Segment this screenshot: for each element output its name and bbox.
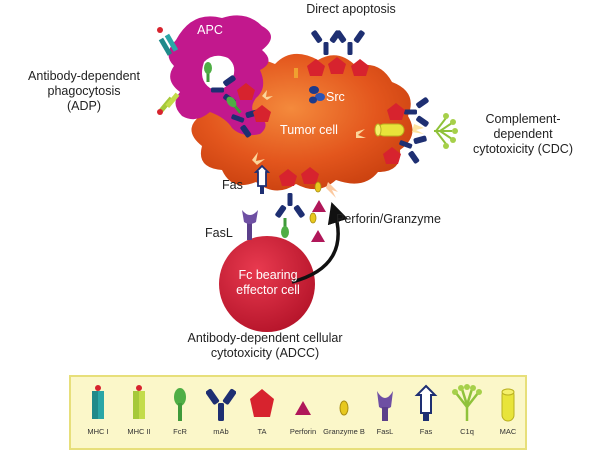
- fas-label: Fas: [222, 178, 243, 192]
- effector-fcr-1: [281, 218, 289, 238]
- legend-label-mab: mAb: [213, 427, 229, 436]
- adp-label-line2: phagocytosis: [47, 84, 121, 98]
- fasl-icon: [377, 391, 393, 421]
- adp-label-line1: Antibody-dependent: [28, 69, 140, 83]
- mhc-ii-icon: [133, 385, 145, 419]
- adp-label: Antibody-dependent phagocytosis (ADP): [18, 69, 150, 114]
- legend-label-fasl: FasL: [376, 427, 394, 436]
- cdc-lysis-spark: [412, 124, 424, 134]
- fasl-ligand: [242, 210, 258, 240]
- src-marker: [294, 68, 298, 78]
- legend-label-perforin: Perforin: [289, 427, 317, 436]
- adp-label-line3: (ADP): [66, 99, 102, 113]
- mab-icon: [206, 388, 236, 421]
- adcc-label: Antibody-dependent cellular cytotoxicity…: [170, 331, 360, 361]
- cdc-label-line2: dependent: [493, 127, 553, 141]
- tumor-antigen-top-3: [351, 59, 369, 76]
- apc-mhc-ii-molecule: [157, 92, 180, 115]
- cdc-label: Complement- dependent cytotoxicity (CDC): [458, 112, 588, 157]
- release-arrow: [291, 202, 348, 284]
- src-kinase: [309, 86, 325, 104]
- cdc-label-line3: cytotoxicity (CDC): [472, 142, 573, 156]
- legend-box: MHC I MHC II FcR mAb TA Perfor: [69, 375, 527, 450]
- legend-item-mhc-ii: MHC II: [116, 383, 162, 436]
- tumor-sparkles: [252, 90, 366, 165]
- effector-cell-label: Fc bearing effector cell: [224, 268, 312, 298]
- legend-label-granzyme-b: Granzyme B: [323, 427, 365, 436]
- c1q-complex: [434, 113, 458, 149]
- apoptosis-antibody-2: [334, 29, 366, 55]
- legend-item-fcr: FcR: [157, 383, 203, 436]
- legend-item-mac: MAC: [485, 383, 531, 436]
- adcc-antibody-1: [274, 193, 306, 219]
- legend-item-granzyme-b: Granzyme B: [321, 383, 367, 436]
- direct-apoptosis-label: Direct apoptosis: [306, 2, 396, 16]
- legend-label-mac: MAC: [499, 427, 517, 436]
- effector-label-line2: effector cell: [236, 283, 300, 297]
- effector-label-line1: Fc bearing: [238, 268, 298, 282]
- legend-item-ta: TA: [239, 383, 285, 436]
- legend-label-ta: TA: [257, 427, 267, 436]
- src-label: Src: [326, 90, 345, 104]
- perforin-icon: [295, 401, 311, 415]
- fas-icon: [414, 384, 438, 421]
- apc-label: APC: [197, 23, 223, 37]
- legend-item-c1q: C1q: [444, 383, 490, 436]
- legend-label-fas: Fas: [419, 427, 433, 436]
- legend-label-mhc-i: MHC I: [87, 427, 109, 436]
- legend-label-c1q: C1q: [460, 427, 474, 436]
- fcr-icon: [174, 388, 186, 421]
- granzyme-b-2: [309, 212, 317, 224]
- granzyme-b-icon: [339, 400, 349, 416]
- ta-icon: [250, 389, 274, 417]
- legend-item-fas: Fas: [403, 383, 449, 436]
- legend-label-mhc-ii: MHC II: [127, 427, 151, 436]
- granzyme-b-1: [314, 181, 322, 193]
- c1q-icon: [452, 384, 482, 421]
- legend-item-mhc-i: MHC I: [75, 383, 121, 436]
- adcc-label-line1: Antibody-dependent cellular: [187, 331, 343, 345]
- perforin-2: [311, 230, 325, 242]
- adcc-lysis-spark: [326, 182, 338, 198]
- tumor-cell-label: Tumor cell: [280, 123, 338, 137]
- apc-mhc-i-molecule: [157, 27, 179, 56]
- mac-icon: [501, 388, 515, 422]
- legend-item-perforin: Perforin: [280, 383, 326, 436]
- legend-item-fasl: FasL: [362, 383, 408, 436]
- legend-item-mab: mAb: [198, 383, 244, 436]
- legend-label-fcr: FcR: [173, 427, 187, 436]
- effector-cell: [219, 236, 315, 332]
- cdc-label-line1: Complement-: [485, 112, 561, 126]
- mhc-i-icon: [92, 385, 104, 419]
- fasl-label: FasL: [205, 226, 233, 240]
- fas-receptor: [253, 164, 271, 194]
- perforin-1: [312, 200, 326, 212]
- mac-complex: [374, 123, 405, 137]
- adcc-label-line2: cytotoxicity (ADCC): [210, 346, 320, 360]
- perforin-granzyme-label: Perforin/Granzyme: [336, 212, 441, 226]
